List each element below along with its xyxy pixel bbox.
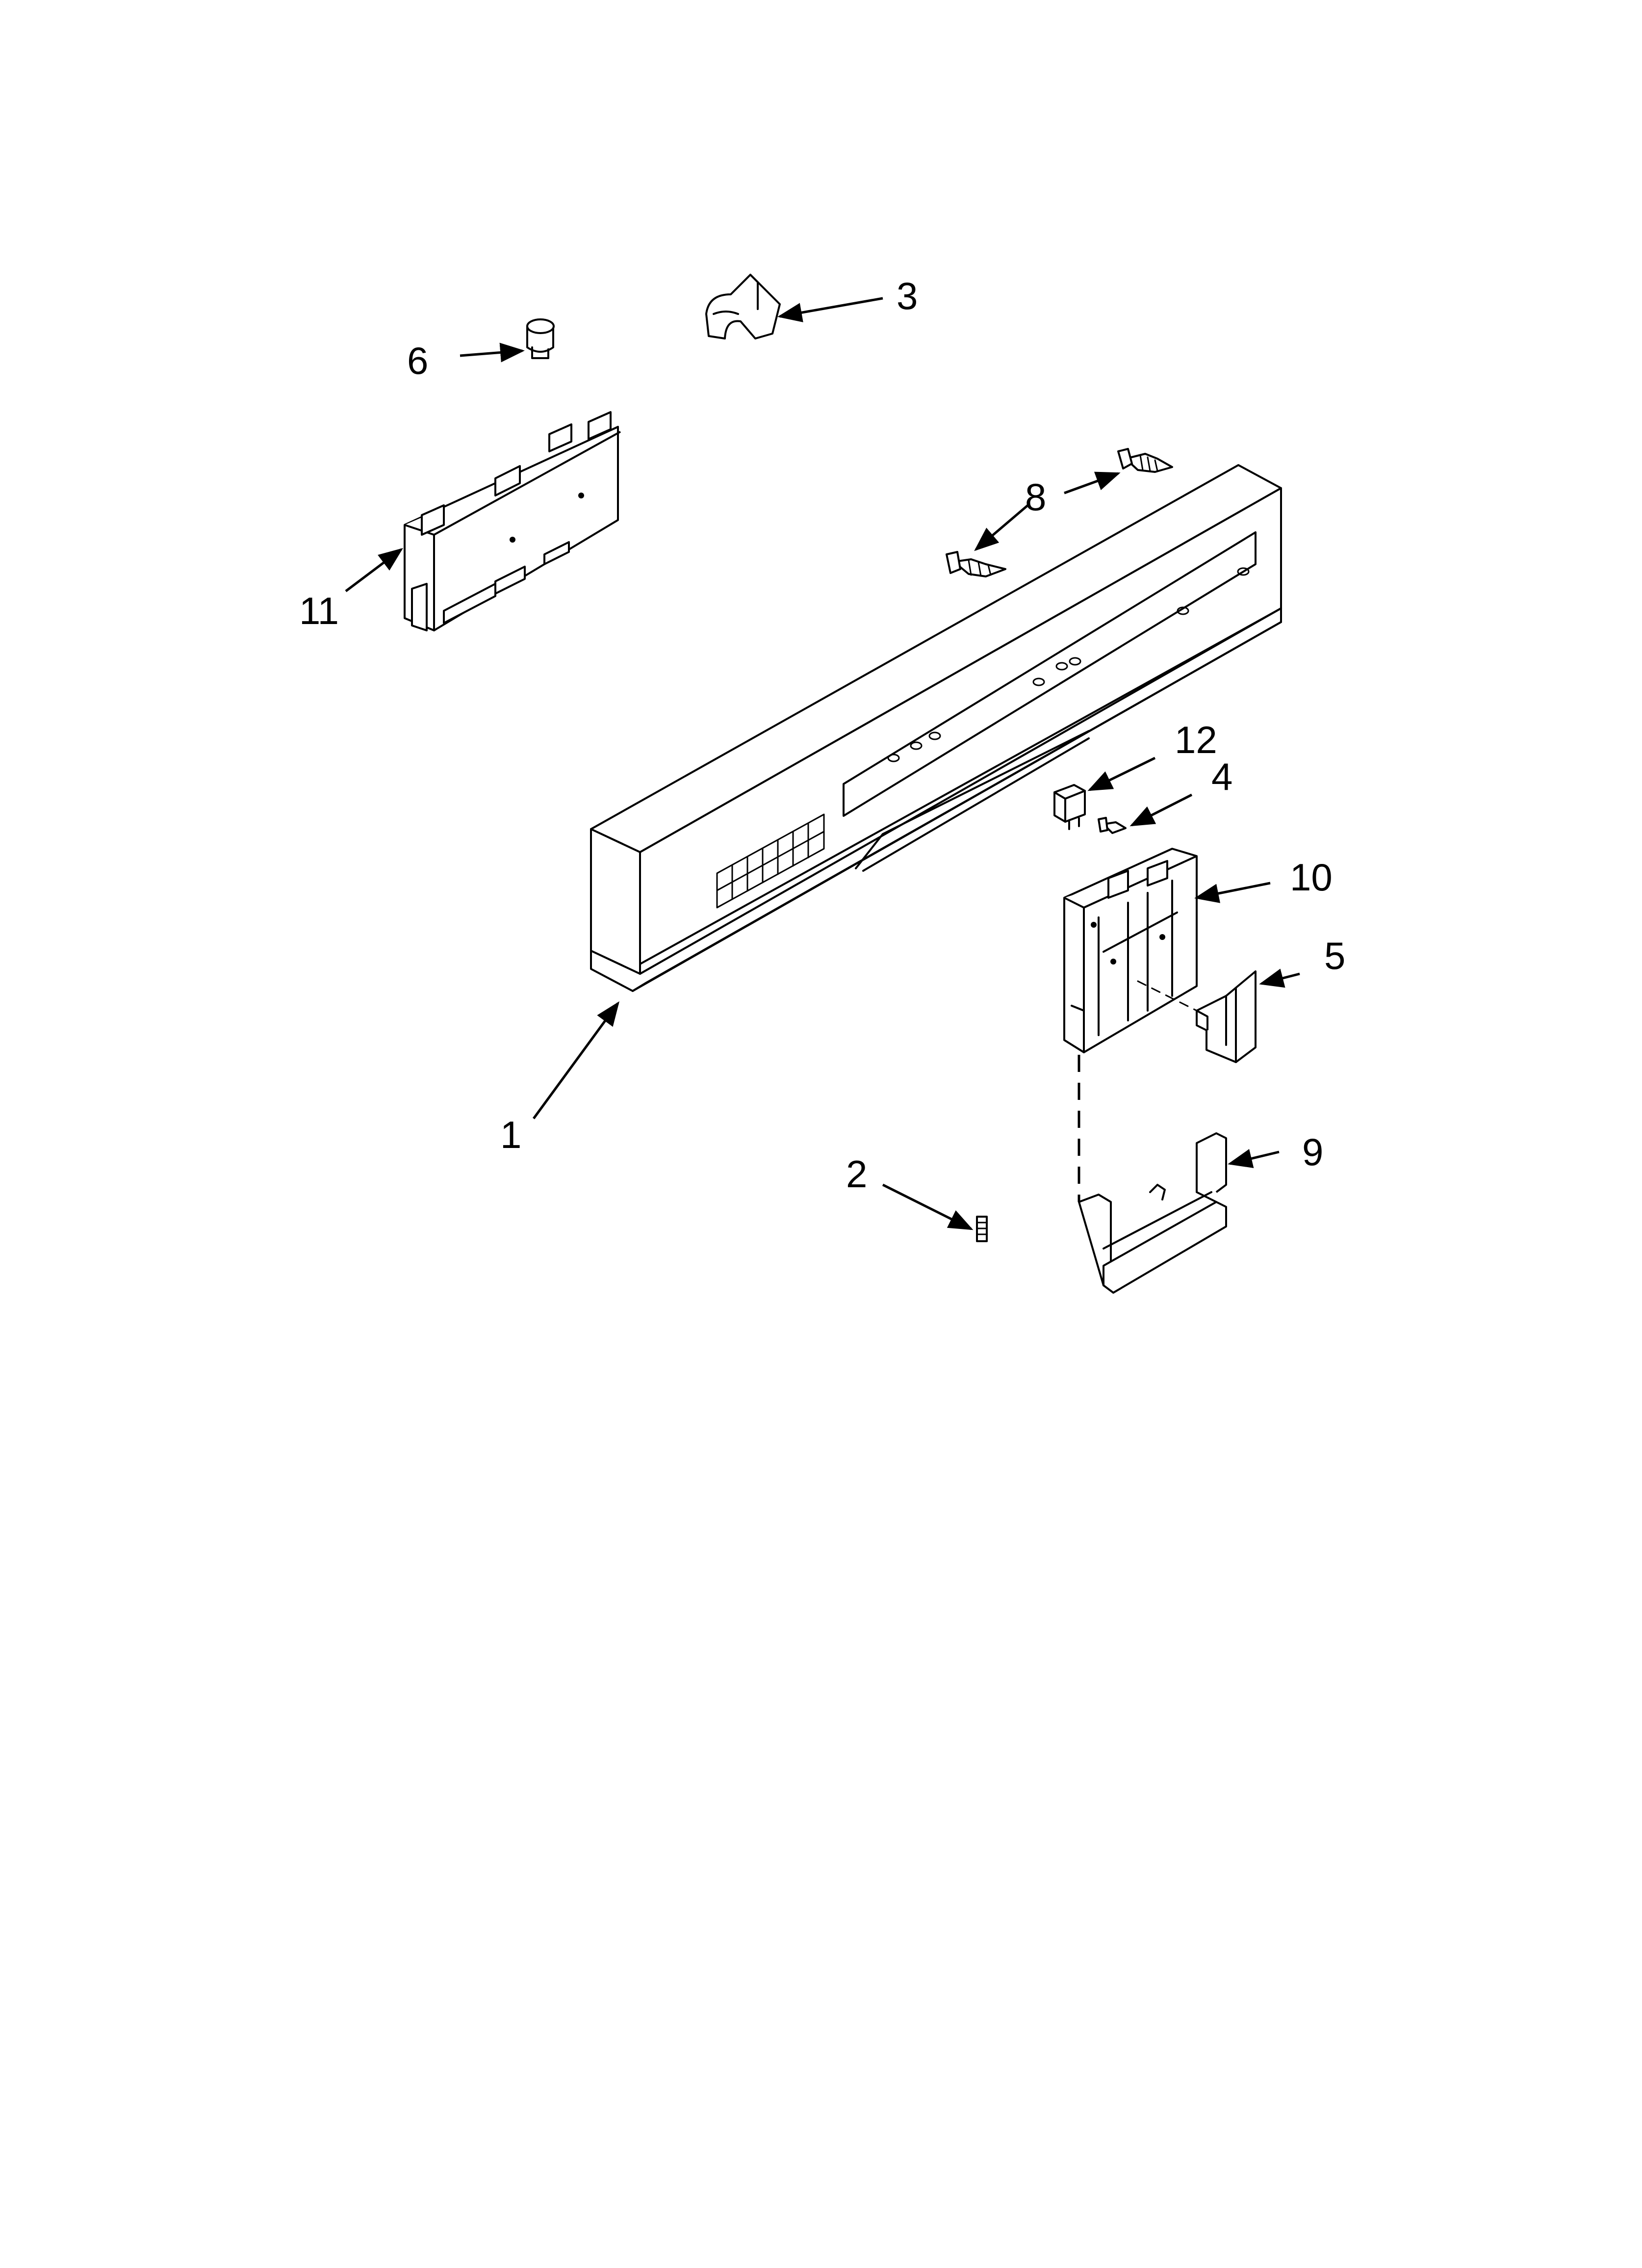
- callout-8: 8: [1025, 475, 1046, 519]
- lower-bracket-part: [1078, 1132, 1227, 1294]
- callout-4: 4: [1211, 755, 1232, 798]
- screw-left-part: [946, 551, 1006, 577]
- bracket-housing-part: [1063, 848, 1198, 1053]
- callout-5: 5: [1324, 934, 1345, 977]
- callout-3: 3: [897, 274, 918, 317]
- leader-3: [777, 297, 883, 322]
- callout-11: 11: [299, 589, 339, 632]
- leader-8a: [1064, 471, 1121, 495]
- callout-9: 9: [1302, 1130, 1323, 1173]
- spring-part: [976, 1216, 988, 1242]
- callout-10: 10: [1290, 856, 1333, 899]
- switch-part: [1053, 784, 1086, 830]
- leader-2: [882, 1183, 974, 1230]
- indicator-dots: [887, 567, 1250, 762]
- leader-9: [1228, 1149, 1280, 1168]
- leader-5: [1259, 968, 1300, 988]
- button-cap-part: [526, 318, 555, 359]
- leader-10: [1194, 882, 1271, 903]
- keypad-buttons: [716, 813, 825, 909]
- leader-1: [532, 1001, 619, 1120]
- latch-clip-part: [1196, 970, 1257, 1063]
- screw-top-part: [1117, 448, 1173, 473]
- callout-1: 1: [500, 1113, 521, 1156]
- leader-11: [345, 547, 403, 592]
- callout-2: 2: [846, 1152, 867, 1196]
- control-board-part: [404, 411, 621, 631]
- leader-8b: [974, 503, 1030, 551]
- leader-4: [1129, 793, 1193, 827]
- leader-12: [1087, 756, 1156, 791]
- small-screw-part: [1098, 817, 1127, 834]
- callout-6: 6: [407, 339, 428, 382]
- wire-clip-part: [705, 274, 781, 339]
- callout-12: 12: [1175, 718, 1217, 761]
- console-panel-part: [590, 464, 1282, 992]
- leader-6: [460, 342, 525, 363]
